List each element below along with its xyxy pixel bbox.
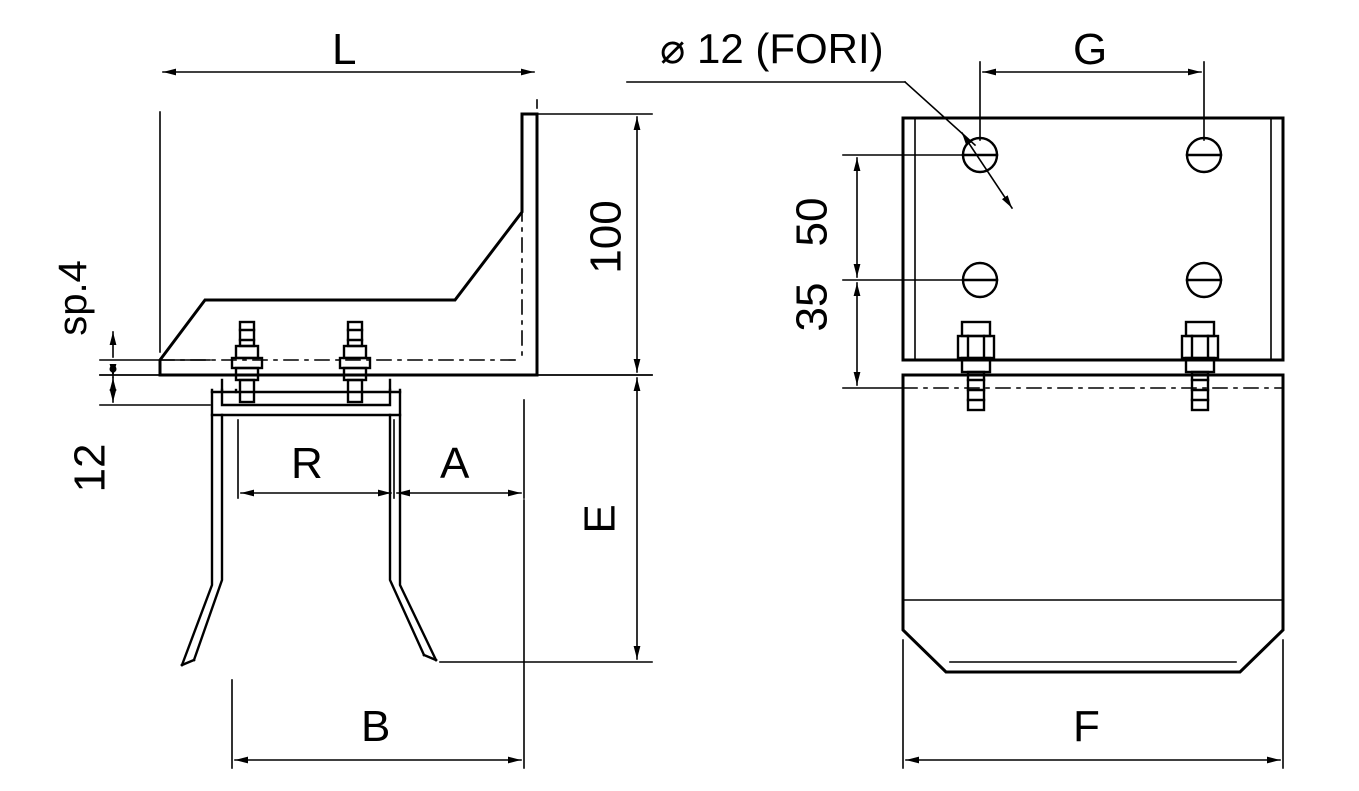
front-view-bolt-right <box>1180 320 1220 412</box>
dimension-L <box>159 68 538 353</box>
front-view-holes <box>961 136 1223 299</box>
label-F: F <box>1073 702 1100 751</box>
side-view-bolt-left <box>230 320 264 404</box>
front-view-bolt-left <box>956 320 996 412</box>
front-view-geometry <box>901 116 1285 674</box>
label-hole-note: ⌀ 12 (FORI) <box>660 25 884 72</box>
hole-bottom-right <box>1185 261 1223 299</box>
label-L: L <box>332 25 357 74</box>
label-A: A <box>440 439 470 488</box>
label-G: G <box>1073 25 1108 74</box>
label-R: R <box>291 439 323 488</box>
label-50: 50 <box>787 197 837 247</box>
dimension-sp4 <box>99 331 211 378</box>
label-35: 35 <box>787 282 837 332</box>
label-sp4: sp.4 <box>50 260 95 336</box>
dimension-E <box>439 374 653 663</box>
label-E: E <box>575 504 625 534</box>
label-100: 100 <box>581 200 631 274</box>
hole-bottom-left <box>961 261 999 299</box>
side-view-geometry <box>158 112 539 377</box>
side-view-bolt-right <box>338 320 372 404</box>
dimension-R-A <box>237 399 525 499</box>
dimension-12 <box>99 374 231 406</box>
dimension-50-35 <box>842 154 964 389</box>
side-view-hanger-strap <box>180 378 438 667</box>
dimension-G <box>979 61 1205 141</box>
label-B: B <box>361 702 391 751</box>
hole-note-leader <box>626 80 1014 210</box>
dimension-F <box>902 639 1284 769</box>
dimension-B <box>231 499 525 769</box>
hole-top-right <box>1185 136 1223 174</box>
label-12: 12 <box>65 443 115 493</box>
